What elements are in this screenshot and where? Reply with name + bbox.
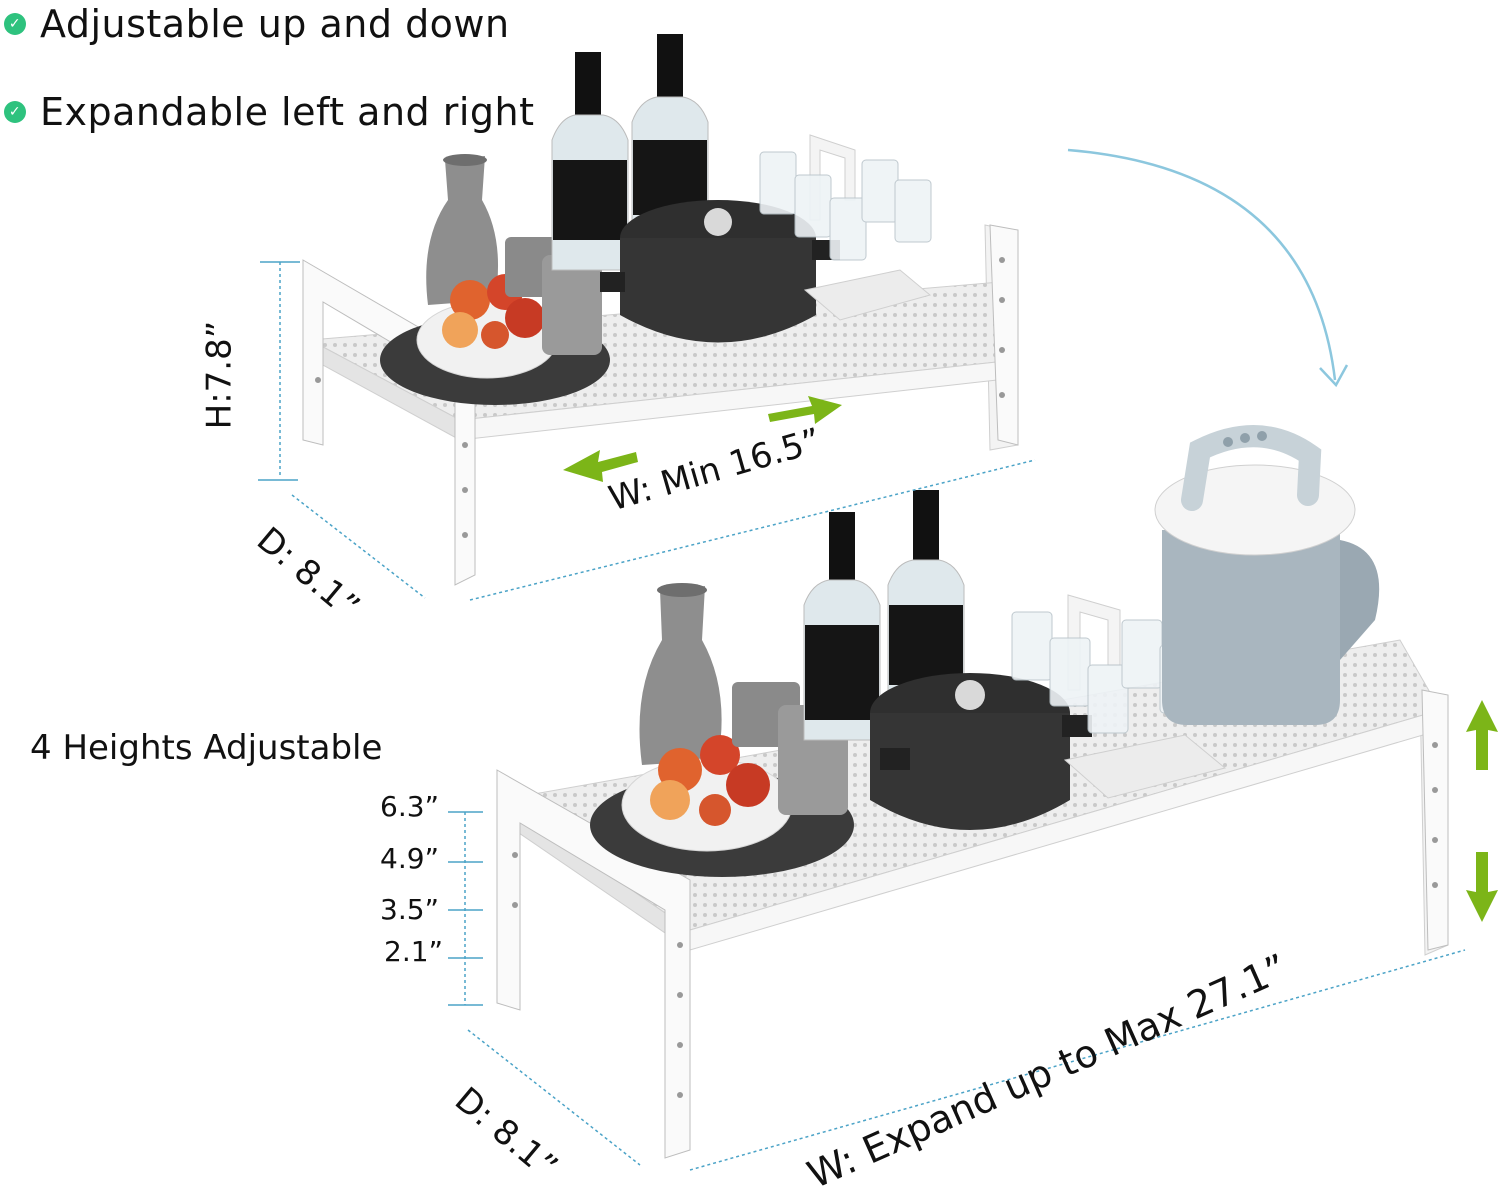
top-height-label: H:7.8” (199, 320, 240, 430)
green-arrows (563, 396, 1498, 922)
height-option-label: 6.3” (380, 790, 440, 823)
arrow-down-icon (1466, 852, 1498, 922)
check-icon: ✓ (4, 13, 26, 35)
arrow-right-icon (768, 396, 842, 424)
height-option-label: 2.1” (384, 935, 444, 968)
arrow-up-icon (1466, 700, 1498, 770)
height-option-label: 4.9” (380, 842, 440, 875)
top-shelf (302, 34, 1019, 586)
feature-text: Adjustable up and down (40, 2, 510, 46)
height-option-label: 3.5” (380, 893, 440, 926)
curved-arrow-icon (1067, 148, 1337, 381)
feature-item-expandable: ✓ Expandable left and right (4, 90, 535, 134)
heights-adjustable-title: 4 Heights Adjustable (30, 728, 383, 768)
feature-item-adjustable: ✓ Adjustable up and down (4, 2, 510, 46)
dimension-lines (258, 261, 1466, 1171)
bottom-shelf (496, 425, 1449, 1159)
feature-text: Expandable left and right (40, 90, 535, 134)
check-icon: ✓ (4, 101, 26, 123)
arrow-left-icon (563, 450, 638, 482)
